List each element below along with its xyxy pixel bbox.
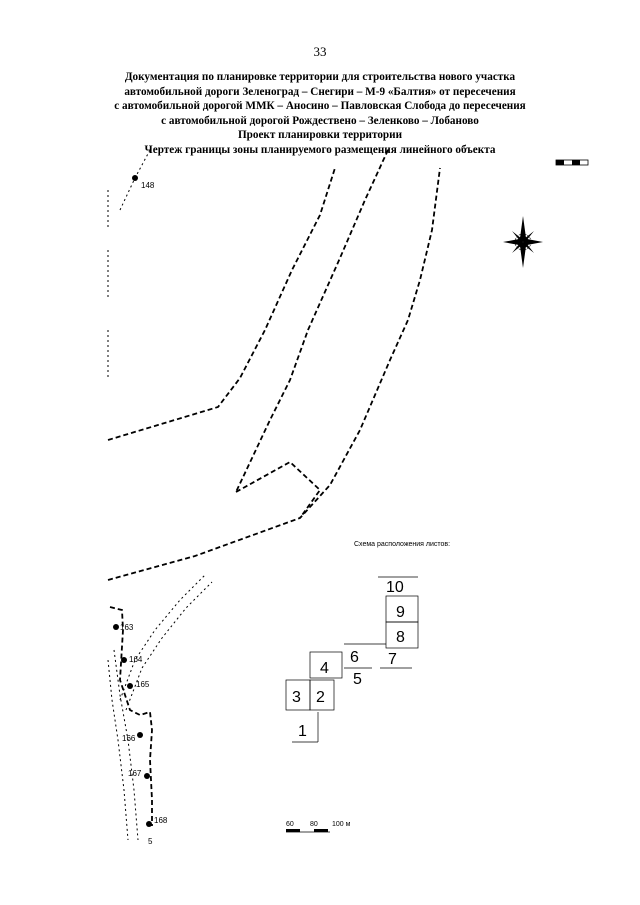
sheet-5: 5 [353,671,362,688]
document-title: Документация по планировке территории дл… [100,70,540,157]
point-label: 167 [128,769,142,778]
point-label: 166 [122,734,136,743]
road-edge-2 [125,581,213,711]
sheet-2: 2 [316,689,325,706]
sheet-1: 1 [298,723,307,740]
title-line-5: Проект планировки территории [237,129,403,141]
boundary-line-notch [235,460,322,519]
sheet-10: 10 [386,579,404,596]
boundary-line-upper [107,167,336,441]
point-168: 168 [146,816,168,827]
boundary-line-middle [235,149,389,493]
point-163: 163 [113,623,134,632]
boundary-line-lower [107,167,441,581]
scale-label-80: 80 [310,821,318,828]
title-line-2: автомобильной дороги Зеленоград – Снегир… [124,85,516,98]
sheet-9: 9 [396,604,405,621]
point-label: 168 [154,816,168,825]
point-label: 165 [136,680,150,689]
compass-rose-icon [503,216,543,268]
scale-label-100: 100 м [332,821,351,828]
point-165: 165 [127,680,150,689]
sheet-7: 7 [388,651,397,668]
point-166: 166 [122,732,143,743]
title-line-3: с автомобильной дорогой ММК – Аносино – … [114,100,526,112]
sheet-6: 6 [350,649,359,666]
road-edge-4 [113,649,139,841]
point-148: 148 [132,175,155,190]
sheet-3: 3 [292,689,301,706]
point-167: 167 [128,769,150,779]
title-line-1: Документация по планировке территории дл… [124,71,516,83]
bottom-mark: 5 [148,837,153,846]
sheet-schema [285,576,419,743]
scale-bar: 60 80 100 м [286,821,351,833]
scale-label-60: 60 [286,821,294,828]
point-164: 164 [121,655,143,664]
point-label: 164 [129,655,143,664]
title-line-4: с автомобильной дорогой Рождествено – Зе… [161,114,479,127]
page-number: 33 [313,44,327,59]
sheet-8: 8 [396,629,405,646]
schema-title: Схема расположения листов: [354,541,451,548]
sheet-4: 4 [320,660,329,677]
title-line-6: Чертеж границы зоны планируемого размеще… [144,143,496,156]
point-label: 163 [120,623,134,632]
road-edge-3 [107,659,129,841]
boundary-line-left-edge [109,606,153,826]
top-scale-box [555,159,589,166]
point-label: 148 [141,181,155,190]
